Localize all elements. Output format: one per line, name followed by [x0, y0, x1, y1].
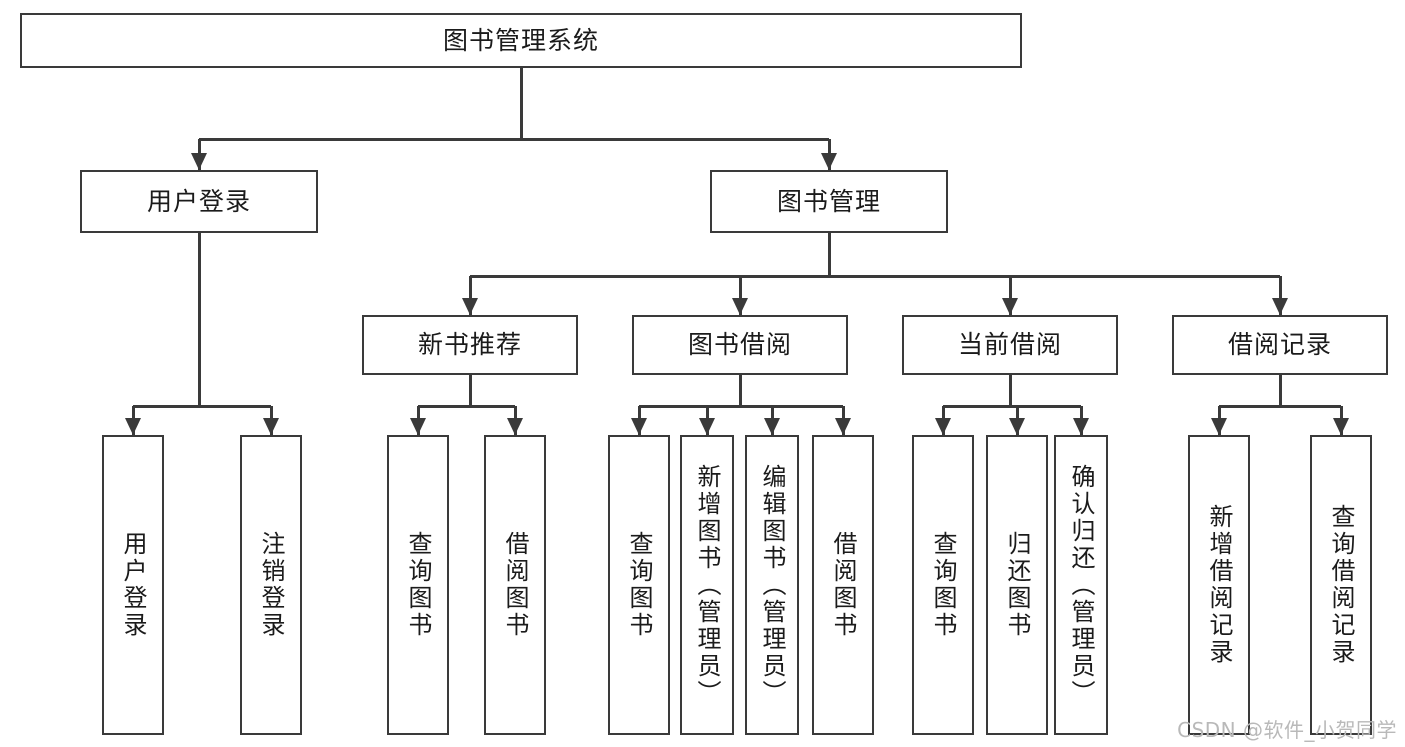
node-leaf-label: 新增图书（管理员） [693, 463, 721, 707]
connector-vertical [1008, 276, 1012, 315]
node-l3-label: 当前借阅 [957, 330, 1062, 360]
node-leaf-label: 注销登录 [257, 531, 285, 639]
connector-vertical [1008, 375, 1012, 406]
node-leaf-label: 查询图书 [929, 531, 957, 639]
node-leaf-label: 确认归还（管理员） [1067, 463, 1095, 707]
connector-horizontal [418, 404, 515, 408]
node-l3-current-borrow[interactable]: 当前借阅 [902, 315, 1118, 375]
node-leaf-leaf-user-logout[interactable]: 注销登录 [240, 435, 302, 735]
node-leaf-leaf-query-record[interactable]: 查询借阅记录 [1310, 435, 1372, 735]
connector-vertical [468, 276, 472, 315]
connector-vertical [738, 276, 742, 315]
connector-vertical [1278, 276, 1282, 315]
connector-vertical [738, 375, 742, 406]
arrow-head-icon [125, 418, 141, 435]
node-leaf-leaf-user-login[interactable]: 用户登录 [102, 435, 164, 735]
arrow-head-icon [191, 153, 207, 170]
connector-horizontal [470, 274, 1280, 278]
node-l2-label: 用户登录 [146, 186, 251, 216]
node-leaf-label: 借阅图书 [501, 531, 529, 639]
arrow-head-icon [732, 298, 748, 315]
node-root-root[interactable]: 图书管理系统 [20, 13, 1022, 68]
node-leaf-label: 借阅图书 [829, 531, 857, 639]
node-leaf-leaf-return-book[interactable]: 归还图书 [986, 435, 1048, 735]
arrow-head-icon [764, 418, 780, 435]
node-leaf-leaf-add-record[interactable]: 新增借阅记录 [1188, 435, 1250, 735]
node-leaf-leaf-borrow-book-2[interactable]: 借阅图书 [812, 435, 874, 735]
arrow-head-icon [1073, 418, 1089, 435]
arrow-head-icon [263, 418, 279, 435]
node-l3-label: 借阅记录 [1227, 330, 1332, 360]
connector-horizontal [1219, 404, 1341, 408]
node-l3-label: 图书借阅 [687, 330, 792, 360]
connector-horizontal [943, 404, 1081, 408]
connector-vertical [468, 375, 472, 406]
connector-vertical [827, 233, 831, 276]
node-l2-label: 图书管理 [776, 186, 881, 216]
connector-vertical [519, 68, 523, 139]
arrow-head-icon [835, 418, 851, 435]
arrow-head-icon [631, 418, 647, 435]
node-root-label: 图书管理系统 [442, 25, 599, 55]
node-leaf-leaf-query-book-1[interactable]: 查询图书 [387, 435, 449, 735]
node-leaf-leaf-edit-book[interactable]: 编辑图书（管理员） [745, 435, 799, 735]
node-leaf-label: 编辑图书（管理员） [758, 463, 786, 707]
node-l3-new-book-recommend[interactable]: 新书推荐 [362, 315, 578, 375]
arrow-head-icon [507, 418, 523, 435]
arrow-head-icon [1009, 418, 1025, 435]
node-l3-borrow-record[interactable]: 借阅记录 [1172, 315, 1388, 375]
arrow-head-icon [1211, 418, 1227, 435]
node-l3-book-borrow[interactable]: 图书借阅 [632, 315, 848, 375]
node-leaf-label: 查询借阅记录 [1327, 504, 1355, 666]
connector-horizontal [639, 404, 843, 408]
node-l2-book-manage[interactable]: 图书管理 [710, 170, 948, 233]
connector-horizontal [133, 404, 271, 408]
node-leaf-leaf-confirm-return[interactable]: 确认归还（管理员） [1054, 435, 1108, 735]
arrow-head-icon [1272, 298, 1288, 315]
arrow-head-icon [1002, 298, 1018, 315]
arrow-head-icon [699, 418, 715, 435]
node-leaf-label: 归还图书 [1003, 531, 1031, 639]
node-leaf-label: 查询图书 [404, 531, 432, 639]
node-leaf-leaf-query-book-2[interactable]: 查询图书 [608, 435, 670, 735]
connector-horizontal [199, 137, 829, 141]
node-l2-user-login[interactable]: 用户登录 [80, 170, 318, 233]
node-leaf-leaf-borrow-book-1[interactable]: 借阅图书 [484, 435, 546, 735]
arrow-head-icon [1333, 418, 1349, 435]
node-leaf-leaf-query-book-3[interactable]: 查询图书 [912, 435, 974, 735]
arrow-head-icon [821, 153, 837, 170]
arrow-head-icon [462, 298, 478, 315]
node-leaf-label: 用户登录 [119, 531, 147, 639]
connector-vertical [1278, 375, 1282, 406]
node-l3-label: 新书推荐 [417, 330, 522, 360]
connector-vertical [197, 233, 201, 406]
watermark-label: CSDN @软件_小贺同学 [1177, 718, 1397, 742]
arrow-head-icon [410, 418, 426, 435]
node-leaf-label: 查询图书 [625, 531, 653, 639]
node-leaf-leaf-add-book[interactable]: 新增图书（管理员） [680, 435, 734, 735]
node-leaf-label: 新增借阅记录 [1205, 504, 1233, 666]
arrow-head-icon [935, 418, 951, 435]
